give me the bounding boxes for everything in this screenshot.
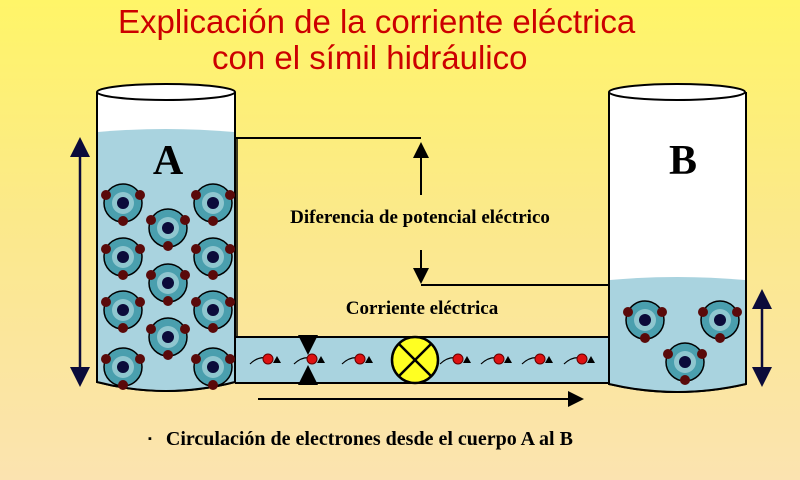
- flowing-electron-icon: [480, 353, 512, 365]
- flowing-electron-icon: [341, 353, 373, 365]
- atom-icon: [101, 290, 145, 333]
- atom-icon: [191, 347, 235, 390]
- caption: ▪ Circulación de electrones desde el cuer…: [148, 428, 573, 451]
- flowing-electron-icon: [439, 353, 471, 365]
- atom-icon: [191, 237, 235, 280]
- atom-icon: [146, 263, 190, 306]
- lamp-icon: [390, 335, 440, 385]
- current-label: Corriente eléctrica: [346, 298, 499, 319]
- flowing-electron-icon: [249, 353, 281, 365]
- atom-icon: [101, 347, 145, 390]
- atom-icon: [191, 183, 235, 226]
- atom-icon: [698, 300, 742, 343]
- atom-icon: [146, 208, 190, 251]
- title-line-1: Explicación de la corriente eléctrica: [118, 3, 636, 40]
- atom-icon: [191, 290, 235, 333]
- title-line-2: con el símil hidráulico: [212, 39, 528, 76]
- atom-icon: [101, 183, 145, 226]
- tank-a-label: A: [153, 138, 184, 184]
- atom-icon: [623, 300, 667, 343]
- potential-difference-label: Diferencia de potencial eléctrico: [290, 207, 550, 228]
- flowing-electron-icon: [293, 353, 325, 365]
- tank-b-label: B: [669, 138, 697, 184]
- atom-icon: [146, 317, 190, 360]
- bullet-icon: ▪: [148, 433, 152, 445]
- flowing-electron-icon: [563, 353, 595, 365]
- atom-icon: [101, 237, 145, 280]
- caption-text: Circulación de electrones desde el cuerp…: [165, 428, 573, 450]
- atom-icon: [663, 342, 707, 385]
- flowing-electron-icon: [521, 353, 553, 365]
